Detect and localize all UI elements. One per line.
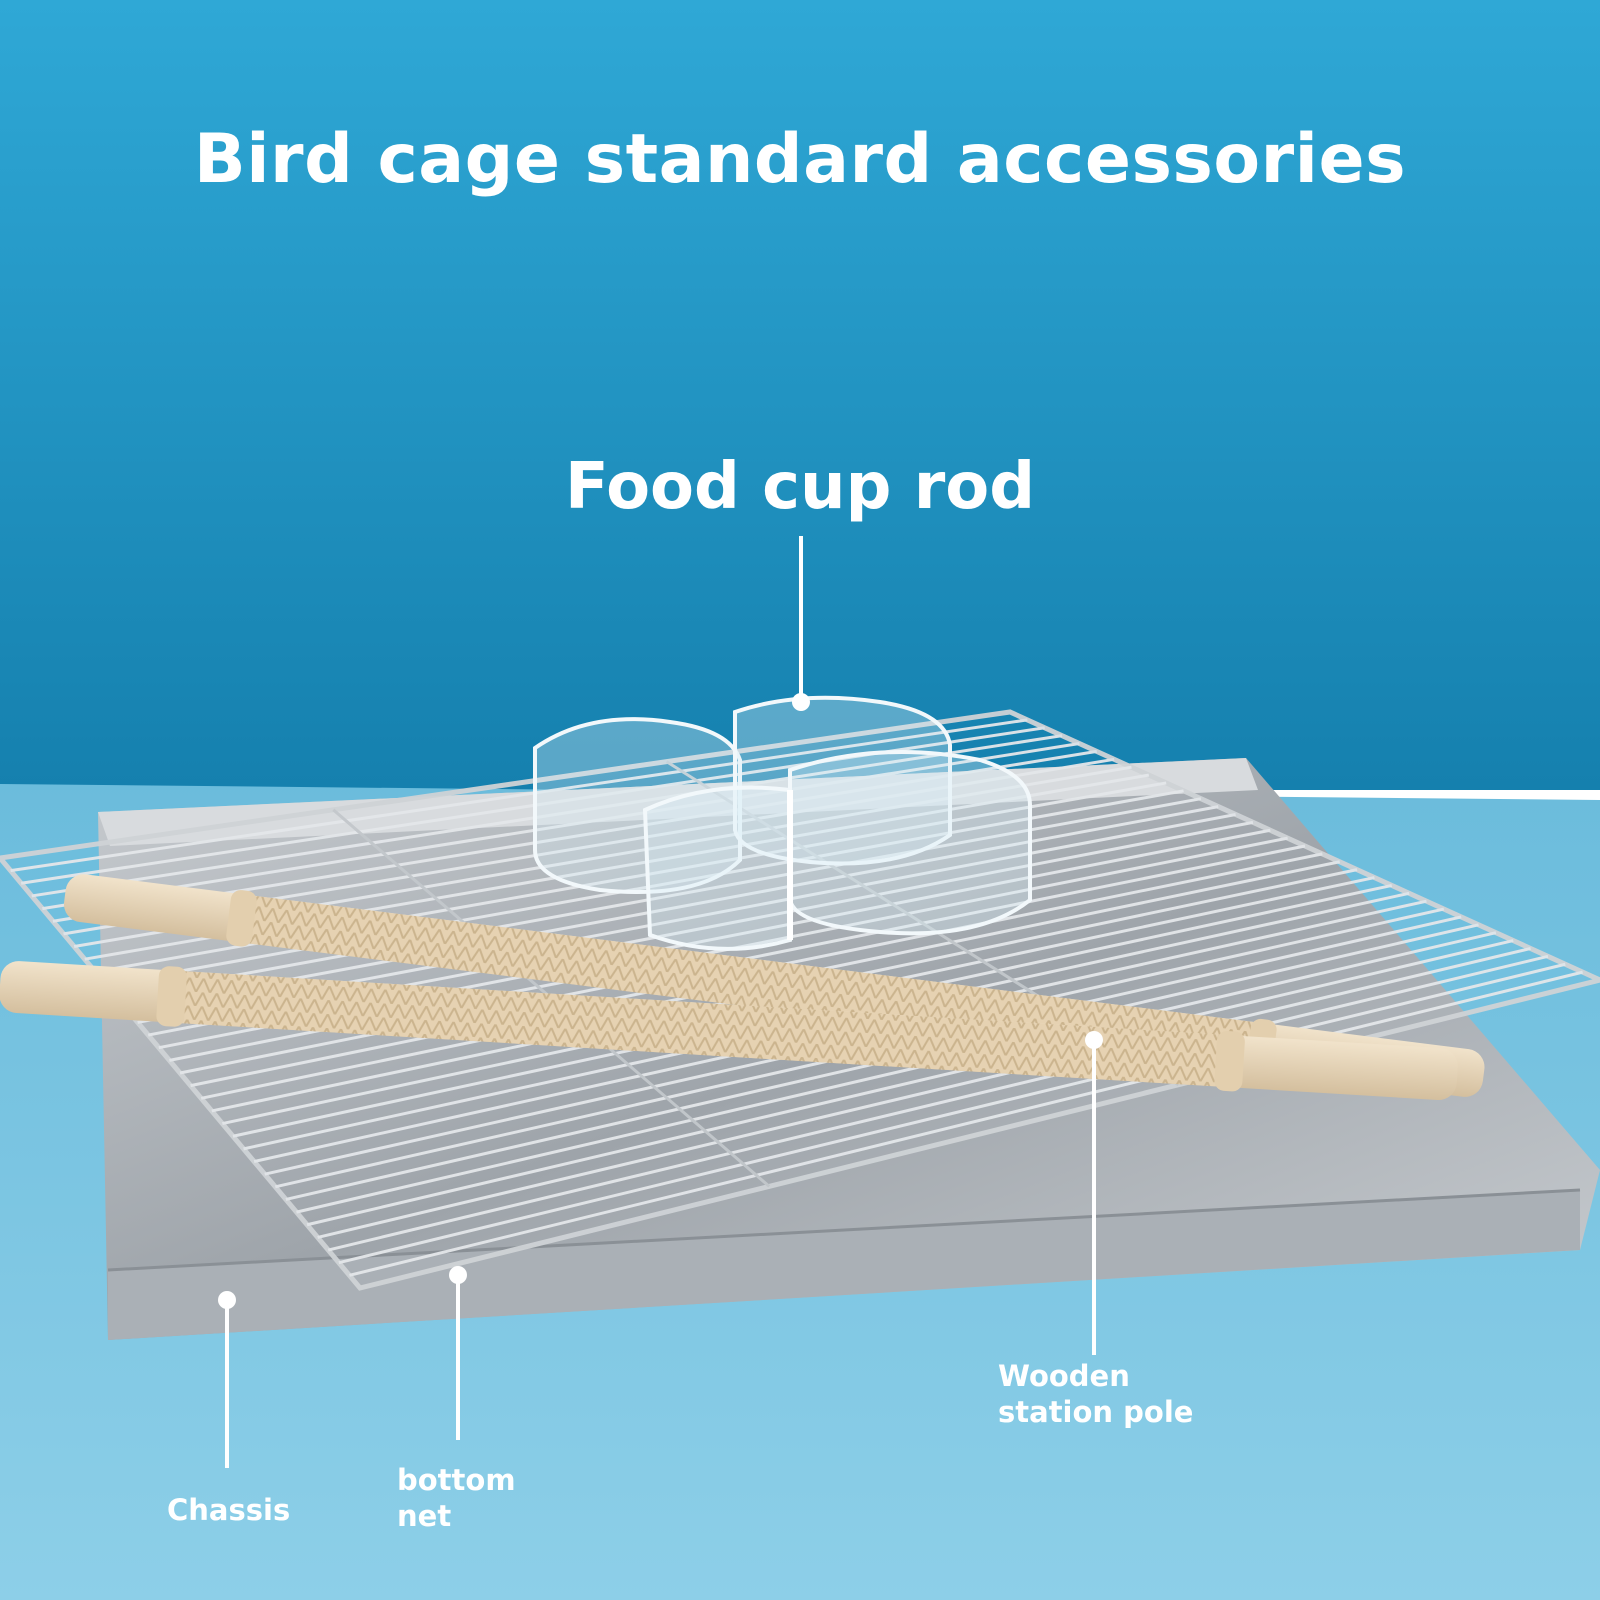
net-wire [317, 947, 1531, 1239]
net-wire [338, 962, 1566, 1265]
net-wire [126, 805, 1219, 1012]
net-wire [116, 797, 1202, 999]
label-chassis: Chassis [167, 1493, 291, 1527]
food-cups [533, 695, 1032, 951]
label-bottom-net: bottom net [397, 1463, 516, 1533]
page-title: Bird cage standard accessories [193, 120, 1407, 199]
net-wire [349, 970, 1584, 1277]
label-food-cup-rod: Food cup rod [564, 450, 1036, 524]
label-wooden-station-pole: Wooden station pole [998, 1359, 1194, 1429]
callout-lines [218, 536, 1103, 1468]
bottom-net [0, 709, 1600, 1291]
net-wire [42, 742, 1080, 911]
net-wire [105, 789, 1184, 986]
net-wire [31, 734, 1063, 898]
net-wire [296, 931, 1497, 1214]
net-wire [10, 718, 1028, 873]
net-wire [327, 954, 1549, 1252]
net-wire [306, 939, 1514, 1227]
